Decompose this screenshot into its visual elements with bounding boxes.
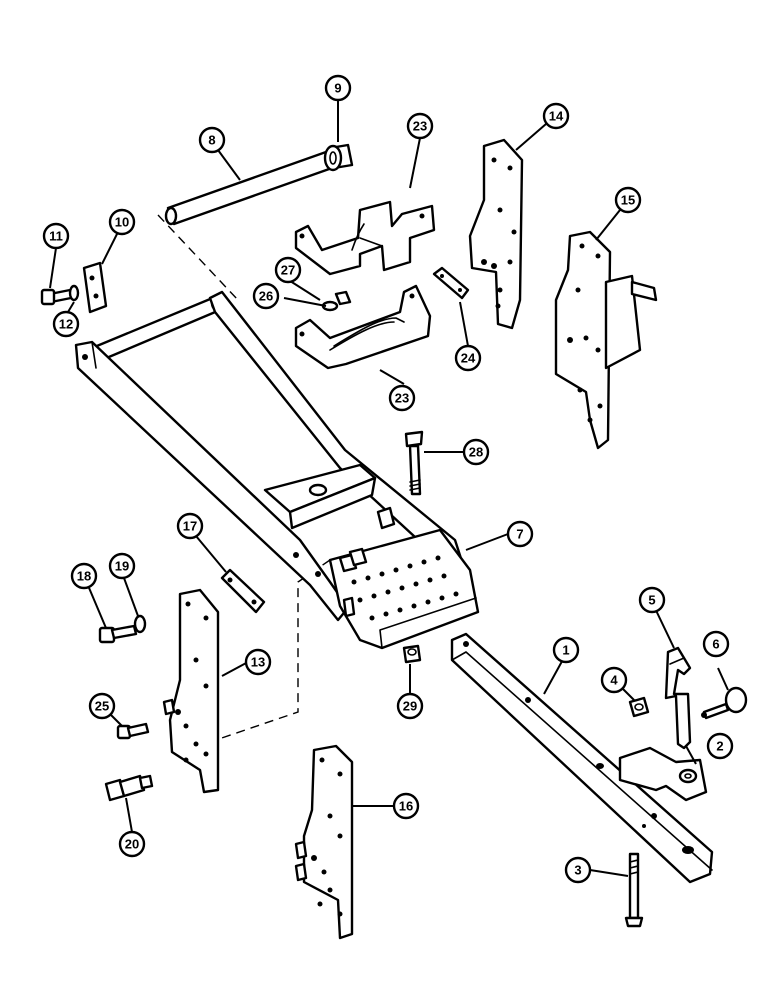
callout-4: 4 <box>600 666 628 694</box>
bolt-part-18 <box>98 624 138 644</box>
shoulder-bolt-part-20 <box>104 774 154 802</box>
callout-19: 19 <box>108 552 136 580</box>
side-plate-part-14 <box>468 138 524 330</box>
svg-text:5: 5 <box>648 593 655 608</box>
svg-text:17: 17 <box>183 519 197 534</box>
callout-23-lower: 23 <box>388 384 416 412</box>
plate-part-10 <box>82 261 108 314</box>
svg-text:19: 19 <box>115 559 129 574</box>
callout-14: 14 <box>542 102 570 130</box>
svg-text:2: 2 <box>716 739 723 754</box>
callout-3: 3 <box>564 856 592 884</box>
svg-text:29: 29 <box>403 699 417 714</box>
link-plate-part-17 <box>220 568 266 614</box>
callout-12: 12 <box>52 310 80 338</box>
nut-part-29 <box>402 644 422 664</box>
svg-text:4: 4 <box>610 673 618 688</box>
svg-text:20: 20 <box>125 837 139 852</box>
svg-text:27: 27 <box>281 263 295 278</box>
callout-1: 1 <box>552 636 580 664</box>
svg-text:12: 12 <box>59 317 73 332</box>
cross-shaft-part-8 <box>164 150 334 226</box>
svg-text:23: 23 <box>395 391 409 406</box>
link-plate-part-24 <box>432 266 470 300</box>
linch-pin-part-6 <box>701 686 748 720</box>
svg-text:24: 24 <box>461 351 476 366</box>
nut-part-4 <box>628 696 650 718</box>
callout-9: 9 <box>324 74 352 102</box>
drawbar-frame <box>74 290 480 650</box>
svg-text:9: 9 <box>334 81 341 96</box>
bushing-part-9 <box>323 143 354 172</box>
callout-29: 29 <box>396 692 424 720</box>
callout-24: 24 <box>454 344 482 372</box>
callout-5: 5 <box>638 586 666 614</box>
svg-text:15: 15 <box>621 193 635 208</box>
svg-text:1: 1 <box>562 643 569 658</box>
svg-text:6: 6 <box>712 637 719 652</box>
bolt-part-28 <box>404 430 424 496</box>
callout-7: 7 <box>506 520 534 548</box>
svg-text:10: 10 <box>115 215 129 230</box>
svg-text:16: 16 <box>399 799 413 814</box>
bolt-part-11 <box>40 288 73 306</box>
callout-13: 13 <box>244 648 272 676</box>
svg-text:11: 11 <box>49 229 63 244</box>
callout-25: 25 <box>88 692 116 720</box>
svg-text:23: 23 <box>413 119 427 134</box>
callout-11: 11 <box>42 222 70 250</box>
bolt-part-3 <box>624 852 644 928</box>
callout-20: 20 <box>118 830 146 858</box>
clevis-part-2 <box>618 746 708 802</box>
callout-10: 10 <box>108 208 136 236</box>
washer-part-12 <box>68 284 80 302</box>
svg-text:25: 25 <box>95 699 109 714</box>
callout-15: 15 <box>614 186 642 214</box>
side-plate-part-15 <box>554 230 658 450</box>
callout-28: 28 <box>462 438 490 466</box>
pin-housing-part-23-upper <box>294 200 436 276</box>
washer-part-19 <box>133 614 147 634</box>
callout-8: 8 <box>198 126 226 154</box>
callout-17: 17 <box>176 512 204 540</box>
callouts: 1 2 3 4 5 6 7 8 9 10 11 12 13 14 15 16 1… <box>42 74 734 884</box>
svg-text:3: 3 <box>574 863 581 878</box>
callout-6: 6 <box>702 630 730 658</box>
nut-part-27 <box>334 290 352 306</box>
callout-23-upper: 23 <box>406 112 434 140</box>
bolt-part-25 <box>116 722 150 740</box>
svg-text:8: 8 <box>208 133 215 148</box>
drawbar-part-1 <box>450 632 714 884</box>
svg-text:28: 28 <box>469 445 483 460</box>
svg-text:7: 7 <box>516 527 523 542</box>
callout-27: 27 <box>274 256 302 284</box>
callout-18: 18 <box>70 562 98 590</box>
hitch-pin-part-5 <box>664 646 692 750</box>
svg-text:13: 13 <box>251 655 265 670</box>
side-plate-part-16 <box>294 744 354 940</box>
side-plate-part-13 <box>162 588 220 794</box>
callout-16: 16 <box>392 792 420 820</box>
pin-housing-part-23-lower <box>294 284 432 370</box>
svg-text:14: 14 <box>549 109 564 124</box>
callout-26: 26 <box>252 282 280 310</box>
callout-2: 2 <box>706 732 734 760</box>
svg-text:26: 26 <box>259 289 273 304</box>
svg-text:18: 18 <box>77 569 91 584</box>
